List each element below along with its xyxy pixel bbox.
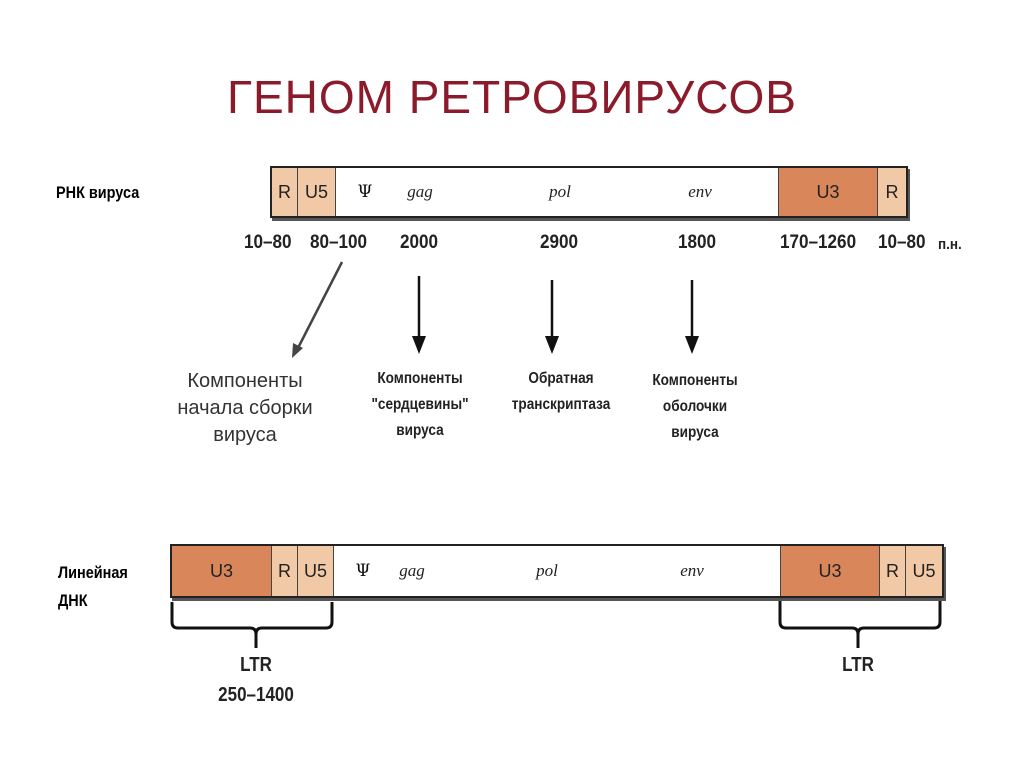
desc-core-line-3: вируса: [396, 422, 444, 439]
length-gag: 2000: [400, 232, 439, 253]
desc-envelope-components: Компоненты оболочки вируса: [640, 368, 751, 446]
desc-assembly-components: Компоненты начала сборки вируса: [150, 368, 340, 449]
dna-segment-r-right: R: [880, 546, 906, 596]
arrow-gag-to-core: [412, 276, 426, 354]
dna-segment-u5-left: U5: [298, 546, 334, 596]
desc-assembly-line-2: начала сборки: [177, 397, 313, 419]
length-u3: 170–1260: [780, 232, 857, 253]
rna-segment-r-right: R: [878, 168, 906, 216]
ltr-left-brace: [170, 602, 334, 648]
dna-segment-u3-left: U3: [172, 546, 272, 596]
dna-row-label-line-1: Линейная: [58, 563, 128, 582]
dna-gene-pol: pol: [536, 561, 558, 580]
length-env: 1800: [678, 232, 717, 253]
ltr-left-label: LTR 250–1400: [197, 650, 316, 710]
desc-envelope-line-1: Компоненты: [652, 372, 738, 389]
desc-core-line-2: "сердцевины": [371, 396, 469, 413]
desc-core-line-1: Компоненты: [377, 370, 463, 387]
dna-genome-bar: U3 R U5 Ψ gag pol env U3 R U5: [170, 544, 944, 598]
desc-reverse-transcriptase: Обратная транскриптаза: [497, 366, 625, 418]
desc-rt-line-1: Обратная: [528, 370, 594, 387]
dna-row-label: Линейная ДНК: [58, 562, 128, 612]
page-title: ГЕНОМ РЕТРОВИРУСОВ: [227, 71, 797, 123]
length-unit: п.н.: [938, 236, 962, 253]
rna-segment-u5: U5: [298, 168, 336, 216]
arrow-u5-to-assembly: [292, 261, 344, 358]
arrow-env-to-envelope: [685, 280, 699, 354]
dna-gene-env: env: [680, 561, 704, 580]
dna-row-label-line-2: ДНК: [58, 591, 88, 610]
rna-gene-env: env: [688, 182, 712, 201]
rna-gene-gag: gag: [407, 182, 433, 201]
length-u5: 80–100: [310, 232, 368, 253]
rna-psi-signal: Ψ: [357, 182, 373, 202]
length-r-right: 10–80: [878, 232, 926, 253]
rna-genome-bar: R U5 Ψ gag pol env U3 R: [270, 166, 908, 218]
desc-rt-line-2: транскриптаза: [511, 396, 611, 413]
dna-gene-gag: gag: [399, 561, 425, 580]
rna-row-label: РНК вируса: [56, 183, 140, 202]
ltr-left-size: 250–1400: [218, 684, 294, 706]
ltr-right-label: LTR: [816, 650, 901, 680]
dna-psi-signal: Ψ: [355, 561, 371, 581]
rna-segment-u3: U3: [778, 168, 878, 216]
desc-core-components: Компоненты "сердцевины" вируса: [361, 366, 480, 444]
ltr-left-name: LTR: [240, 654, 272, 676]
arrow-pol-to-rt: [545, 280, 559, 354]
ltr-right-name: LTR: [842, 654, 874, 676]
desc-assembly-line-1: Компоненты: [187, 370, 303, 392]
rna-segment-r-left: R: [272, 168, 298, 216]
dna-segment-r-left: R: [272, 546, 298, 596]
dna-segment-u3-right: U3: [780, 546, 880, 596]
desc-assembly-line-3: вируса: [213, 424, 277, 446]
length-pol: 2900: [540, 232, 579, 253]
desc-envelope-line-2: оболочки: [662, 398, 728, 415]
ltr-right-brace: [778, 600, 942, 648]
length-r: 10–80: [244, 232, 292, 253]
rna-gene-pol: pol: [549, 182, 571, 201]
desc-envelope-line-3: вируса: [671, 424, 719, 441]
dna-segment-u5-right: U5: [906, 546, 942, 596]
